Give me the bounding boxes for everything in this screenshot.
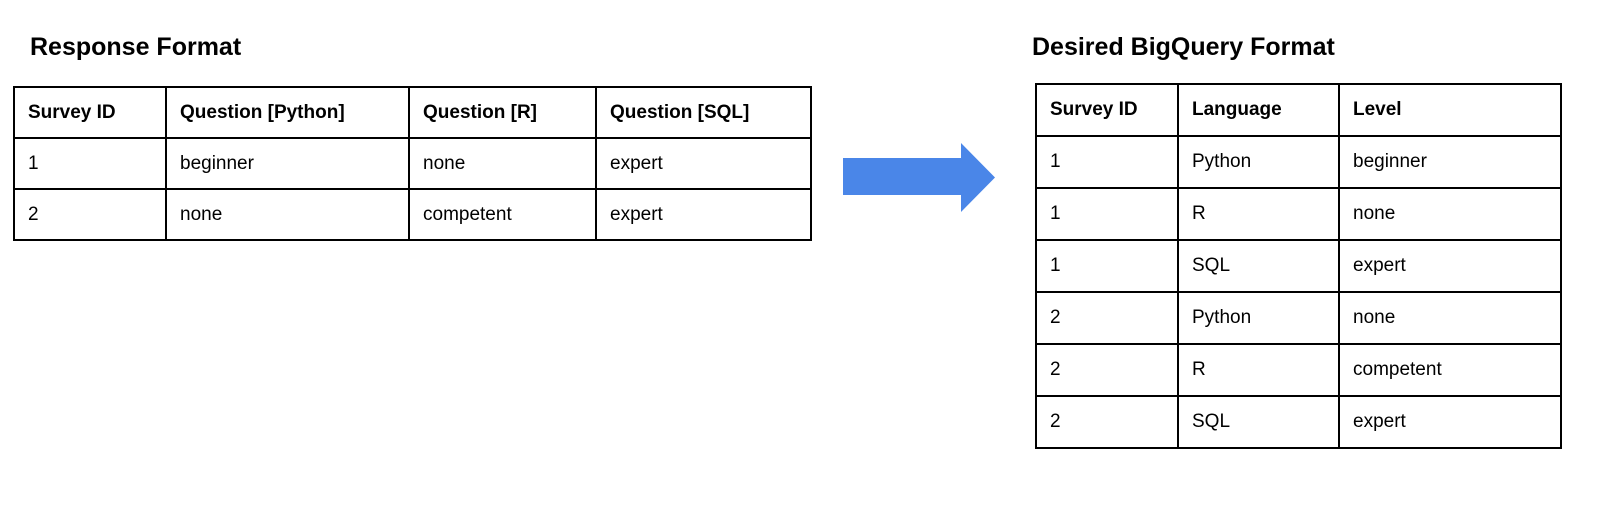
table-cell: SQL <box>1177 395 1340 449</box>
column-header-level: Level <box>1338 83 1562 137</box>
table-cell: competent <box>1338 343 1562 397</box>
column-header-question-sql: Question [SQL] <box>595 86 812 139</box>
table-cell: none <box>165 188 410 241</box>
column-header-survey-id: Survey ID <box>13 86 167 139</box>
table-cell: expert <box>1338 239 1562 293</box>
table-row: 2 R competent <box>1035 343 1562 397</box>
table-cell: expert <box>595 137 812 190</box>
table-cell: competent <box>408 188 597 241</box>
table-cell: R <box>1177 187 1340 241</box>
table-row: 2 none competent expert <box>13 188 812 241</box>
table-row: 1 beginner none expert <box>13 137 812 190</box>
table-row: 1 SQL expert <box>1035 239 1562 293</box>
table-cell: 2 <box>13 188 167 241</box>
table-header-row: Survey ID Language Level <box>1035 83 1562 137</box>
table-cell: none <box>1338 291 1562 345</box>
table-cell: 2 <box>1035 291 1179 345</box>
table-row: 2 Python none <box>1035 291 1562 345</box>
table-cell: expert <box>1338 395 1562 449</box>
column-header-survey-id: Survey ID <box>1035 83 1179 137</box>
table-cell: beginner <box>1338 135 1562 189</box>
table-row: 1 R none <box>1035 187 1562 241</box>
response-format-table: Survey ID Question [Python] Question [R]… <box>13 86 812 241</box>
table-cell: R <box>1177 343 1340 397</box>
table-cell: Python <box>1177 291 1340 345</box>
right-arrow-shape <box>843 143 995 212</box>
table-cell: SQL <box>1177 239 1340 293</box>
table-cell: 1 <box>1035 187 1179 241</box>
transform-right-arrow-icon <box>843 143 995 212</box>
table-cell: 2 <box>1035 395 1179 449</box>
table-header-row: Survey ID Question [Python] Question [R]… <box>13 86 812 139</box>
table-cell: 1 <box>13 137 167 190</box>
bigquery-format-title: Desired BigQuery Format <box>1032 33 1335 61</box>
table-cell: none <box>1338 187 1562 241</box>
table-cell: 2 <box>1035 343 1179 397</box>
column-header-question-r: Question [R] <box>408 86 597 139</box>
table-cell: Python <box>1177 135 1340 189</box>
table-cell: 1 <box>1035 135 1179 189</box>
bigquery-format-table: Survey ID Language Level 1 Python beginn… <box>1035 83 1562 449</box>
table-cell: none <box>408 137 597 190</box>
column-header-question-python: Question [Python] <box>165 86 410 139</box>
table-row: 1 Python beginner <box>1035 135 1562 189</box>
table-row: 2 SQL expert <box>1035 395 1562 449</box>
table-cell: beginner <box>165 137 410 190</box>
table-cell: expert <box>595 188 812 241</box>
column-header-language: Language <box>1177 83 1340 137</box>
table-cell: 1 <box>1035 239 1179 293</box>
response-format-title: Response Format <box>30 33 242 61</box>
